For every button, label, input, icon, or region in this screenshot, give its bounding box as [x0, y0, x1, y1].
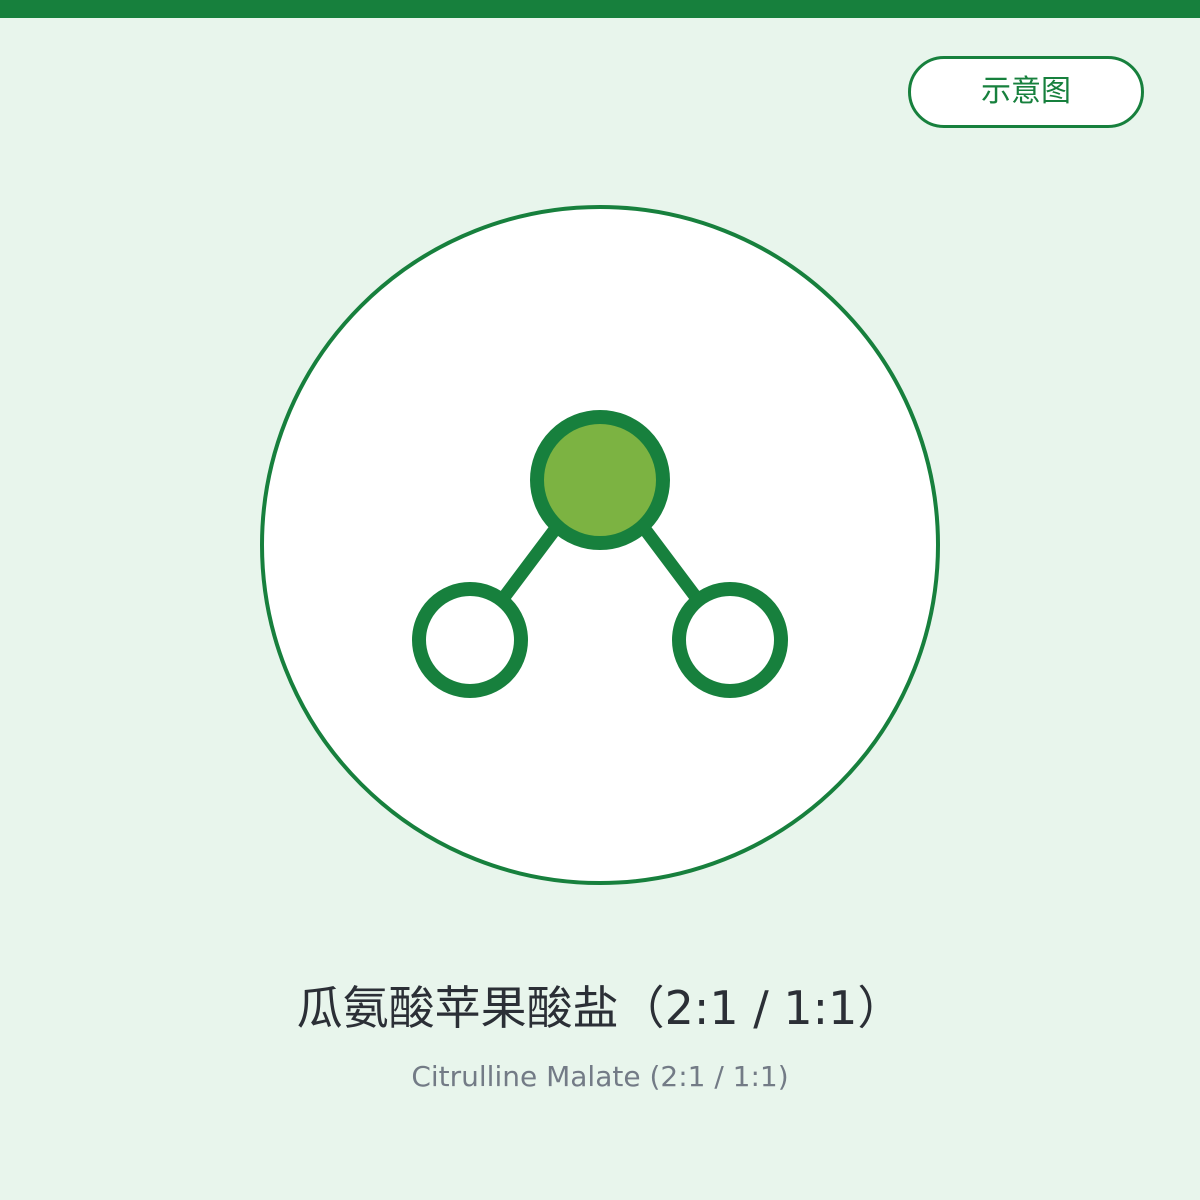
- right-bond: [637, 521, 702, 603]
- diagram-badge: 示意图: [908, 56, 1144, 128]
- diagram-badge-label: 示意图: [981, 74, 1071, 109]
- central-atom: [530, 410, 670, 550]
- molecule-icon: [412, 410, 788, 698]
- left-atom: [412, 582, 528, 698]
- compound-title: 瓜氨酸苹果酸盐（2:1 / 1:1）: [296, 981, 904, 1035]
- right-atom: [672, 582, 788, 698]
- compound-subtitle: Citrulline Malate (2:1 / 1:1): [411, 1060, 789, 1093]
- top-accent-bar: [0, 0, 1200, 18]
- left-bond: [498, 521, 563, 603]
